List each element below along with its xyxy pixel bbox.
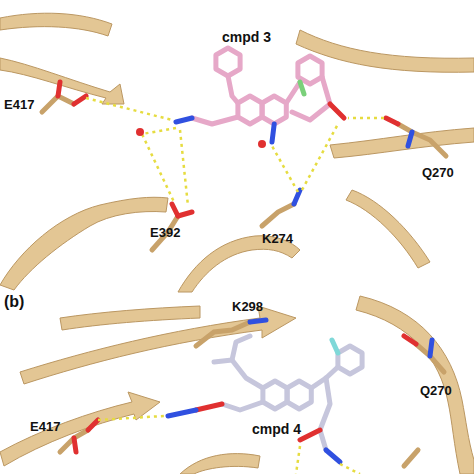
ligand-cmpd3 [176,48,344,142]
residue-label: E392 [150,226,180,239]
residue-label: Q270 [420,384,452,397]
panel-label: (b) [4,294,24,310]
water-molecules [136,128,266,148]
residue-sticks [42,82,446,466]
residue-label: E417 [4,98,34,111]
compound-label: cmpd 4 [252,422,301,436]
residue-label: Q270 [422,166,454,179]
compound-label: cmpd 3 [222,30,271,44]
residue-label: E417 [30,420,60,433]
hydrogen-bonds [86,98,384,474]
ligand-cmpd4 [168,336,362,462]
ribbon-cartoon [0,13,474,474]
residue-label: K274 [262,232,293,245]
residue-label: K298 [232,300,263,313]
